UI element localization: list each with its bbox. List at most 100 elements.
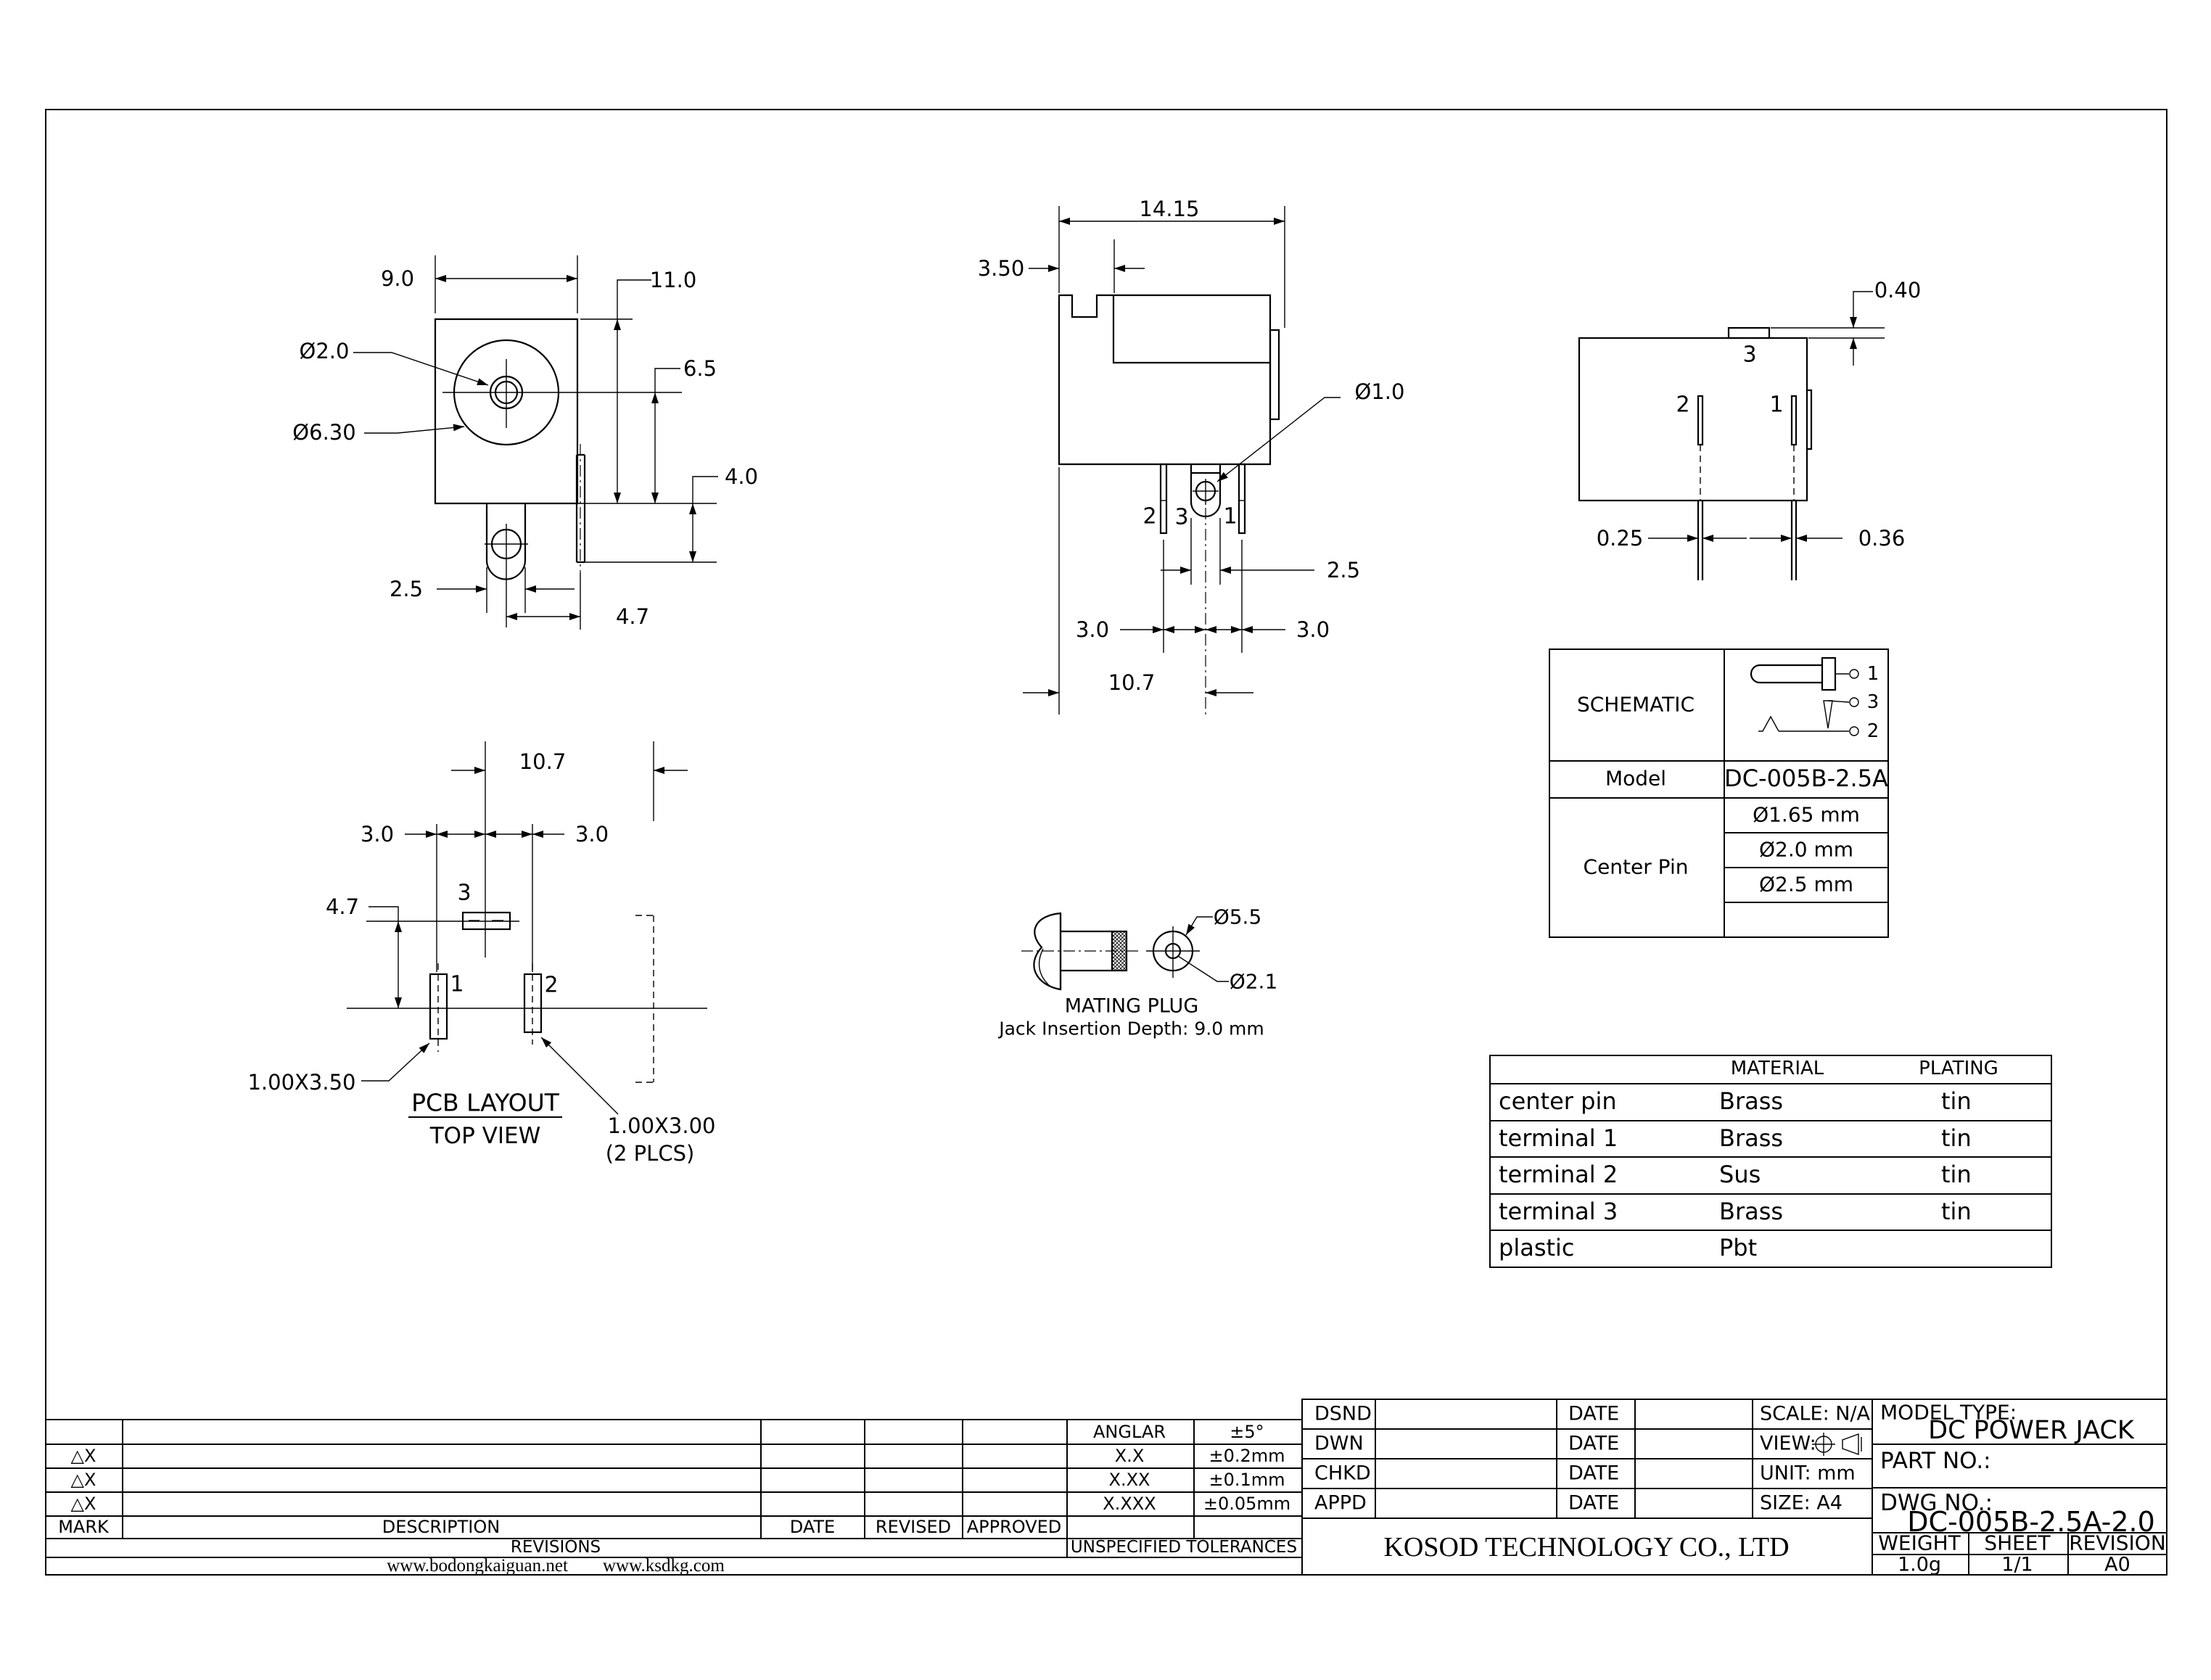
table-border-line	[1724, 902, 1889, 903]
table-border-line	[1968, 1532, 1969, 1576]
terminal3-tab	[1727, 326, 1771, 339]
description-header: DESCRIPTION	[382, 1517, 501, 1537]
leader-slot-b: 1.00X3.00 (2 PLCS)	[540, 1037, 716, 1166]
dwn-label: DWN	[1314, 1432, 1364, 1455]
jack-body-outline	[1058, 294, 1272, 466]
table-border-line	[45, 1491, 1301, 1493]
dim-center: 6.5	[651, 356, 717, 503]
dim-label: 0.36	[1858, 526, 1906, 551]
table-border-line	[2067, 1532, 2069, 1576]
sheet-border	[45, 109, 2167, 1576]
terminal1-pin	[1790, 395, 1798, 580]
website-links: www.bodongkaiguan.net www.ksdkg.com	[387, 1556, 725, 1576]
dim-tab-thickness: 0.40	[1771, 278, 1921, 366]
table-border-line	[1724, 867, 1889, 868]
pin-label: 2	[1676, 392, 1689, 418]
mating-plug-view: Ø5.5 Ø2.1 MATING PLUG Jack Insertion Dep…	[997, 905, 1278, 1039]
material-value: Brass	[1719, 1198, 1784, 1225]
plug-body	[1021, 912, 1140, 991]
table-border-line	[1872, 1487, 2167, 1488]
projection-view-icon	[1812, 1433, 1862, 1456]
table-border-line	[1489, 1083, 2052, 1084]
dim-label: 4.7	[326, 894, 359, 919]
tolerance-value: ±0.05mm	[1203, 1494, 1291, 1514]
pin-label: 3	[1867, 691, 1879, 713]
table-border-line	[1375, 1399, 1376, 1518]
date-header: DATE	[789, 1517, 836, 1537]
front-snout	[1190, 464, 1222, 715]
pad-label: 2	[544, 973, 558, 998]
table-border-line	[122, 1419, 123, 1538]
chkd-label: CHKD	[1314, 1462, 1371, 1485]
table-border-line	[1489, 1055, 2052, 1056]
date-label: DATE	[1568, 1402, 1620, 1425]
revision-mark: △X	[70, 1494, 96, 1514]
leader-center-pin-dia: Ø2.0	[300, 339, 489, 386]
material-value: Sus	[1719, 1161, 1761, 1188]
pad1: 1	[429, 963, 464, 1052]
weight-header: WEIGHT	[1878, 1531, 1961, 1555]
date-label: DATE	[1568, 1462, 1620, 1485]
dim-pin-pitch: 3.0 3.0	[1076, 540, 1330, 653]
scale-value: SCALE: N/A	[1760, 1402, 1871, 1425]
table-border-line	[1489, 1055, 1491, 1268]
table-border-line	[1872, 1399, 1873, 1576]
table-border-line	[1549, 936, 1889, 938]
dwg-no-label: DWG NO.:	[1880, 1490, 1993, 1516]
material-header: MATERIAL	[1730, 1058, 1824, 1079]
dim-label: Ø5.5	[1214, 905, 1262, 929]
table-border-line	[1301, 1428, 1872, 1430]
part-no-label: PART NO.:	[1880, 1448, 1991, 1474]
date-label: DATE	[1568, 1432, 1620, 1455]
plating-value: tin	[1941, 1161, 1972, 1188]
table-border-line	[45, 1515, 1301, 1517]
table-border-line	[1193, 1419, 1195, 1538]
company-name: KOSOD TECHNOLOGY CO., LTD	[1383, 1532, 1790, 1562]
dim-label: 6.5	[683, 356, 717, 381]
model-type-label: MODEL TYPE:	[1880, 1400, 2017, 1425]
center-pin-option: Ø1.65 mm	[1753, 802, 1860, 827]
schematic-label: SCHEMATIC	[1576, 692, 1695, 717]
center-pin-option: Ø2.0 mm	[1758, 837, 1854, 862]
table-border-line	[1549, 797, 1889, 799]
mark-header: MARK	[58, 1517, 109, 1537]
pin-label: 3	[1742, 342, 1756, 368]
sheet-header: SHEET	[1984, 1531, 2051, 1555]
pad3: 3	[457, 881, 511, 931]
dim-left-to-center: 10.7	[1023, 467, 1253, 715]
dim-label: 10.7	[1108, 670, 1156, 695]
dim-pin-width: 2.5	[390, 567, 575, 613]
dim-label: Ø2.1	[1230, 970, 1278, 994]
table-border-line	[2051, 1055, 2052, 1268]
table-border-line	[1549, 760, 1889, 762]
dim-snout-width: 2.5	[1161, 518, 1360, 585]
dim-notch: 3.50	[978, 239, 1145, 293]
revision-mark: △X	[70, 1446, 96, 1466]
leader-outer-dia: Ø5.5	[1185, 905, 1262, 936]
dim-label: Ø1.0	[1355, 379, 1405, 404]
component-outline-dashed	[635, 915, 654, 1083]
part-name: terminal 2	[1499, 1161, 1618, 1188]
dim-label: 11.0	[650, 268, 697, 292]
dim-label: 3.0	[361, 822, 394, 847]
table-border-line	[1489, 1230, 2052, 1231]
dim-vertical: 4.7	[326, 894, 707, 1009]
material-value: Brass	[1719, 1124, 1784, 1152]
dim-label: 1.00X3.50	[247, 1070, 355, 1095]
leader-barrel-dia: Ø6.30	[292, 420, 465, 445]
dim-width: 9.0	[381, 255, 578, 313]
website-1: www.bodongkaiguan.net	[387, 1556, 568, 1576]
table-border-line	[1752, 1399, 1753, 1518]
part-name: terminal 1	[1499, 1124, 1618, 1152]
view-note: Jack Insertion Depth: 9.0 mm	[997, 1018, 1264, 1039]
view-title: MATING PLUG	[1065, 995, 1199, 1018]
revision-mark: △X	[70, 1470, 96, 1490]
dim-pin2-thickness: 0.25	[1597, 526, 1747, 551]
dim-label: 14.15	[1139, 197, 1199, 221]
dim-pad-pitch: 3.0 3.0	[361, 822, 609, 972]
table-border-line	[1301, 1458, 1872, 1459]
pin-label: 1	[1769, 392, 1783, 418]
pcb-layout-view: 10.7 3.0 3.0 4.7 3	[247, 741, 716, 1166]
sheet-value: 1/1	[2001, 1553, 2033, 1576]
